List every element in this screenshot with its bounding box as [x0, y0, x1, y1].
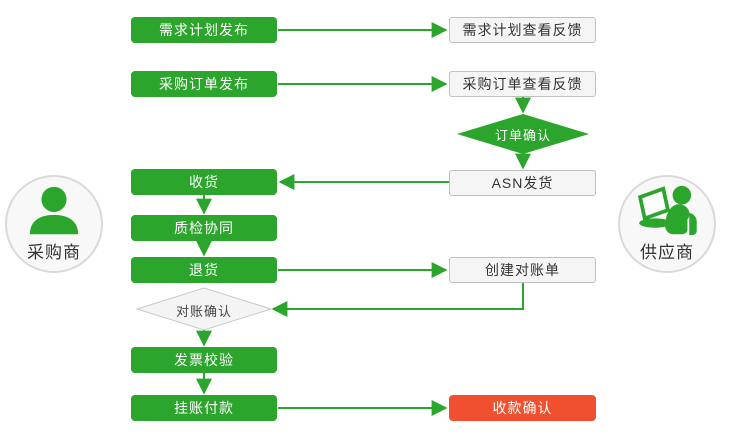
supplier-actor: 供应商 [618, 175, 716, 273]
node-quality-check: 质检协同 [131, 215, 277, 241]
node-receive: 收货 [131, 169, 277, 195]
node-asn-ship: ASN发货 [449, 170, 596, 196]
buyer-label: 采购商 [27, 243, 81, 262]
statement-confirm-label: 对账确认 [175, 304, 232, 319]
node-return-goods: 退货 [131, 257, 277, 283]
node-create-statement: 创建对账单 [449, 257, 596, 283]
node-po-publish: 采购订单发布 [131, 71, 277, 97]
order-confirm-diamond [457, 114, 589, 154]
person-laptop-icon [635, 185, 699, 237]
node-po-feedback: 采购订单查看反馈 [449, 71, 596, 97]
supplier-label: 供应商 [640, 243, 694, 262]
node-invoice-verify: 发票校验 [131, 347, 277, 373]
order-confirm-label: 订单确认 [494, 128, 551, 143]
statement-confirm-diamond [135, 287, 273, 331]
connector-statement-to-confirm [271, 283, 524, 317]
node-demand-publish: 需求计划发布 [131, 17, 277, 43]
node-receipt-confirm: 收款确认 [449, 395, 596, 421]
buyer-actor: 采购商 [5, 175, 103, 273]
person-icon [25, 185, 83, 237]
node-demand-feedback: 需求计划查看反馈 [449, 17, 596, 43]
node-payment: 挂账付款 [131, 395, 277, 421]
